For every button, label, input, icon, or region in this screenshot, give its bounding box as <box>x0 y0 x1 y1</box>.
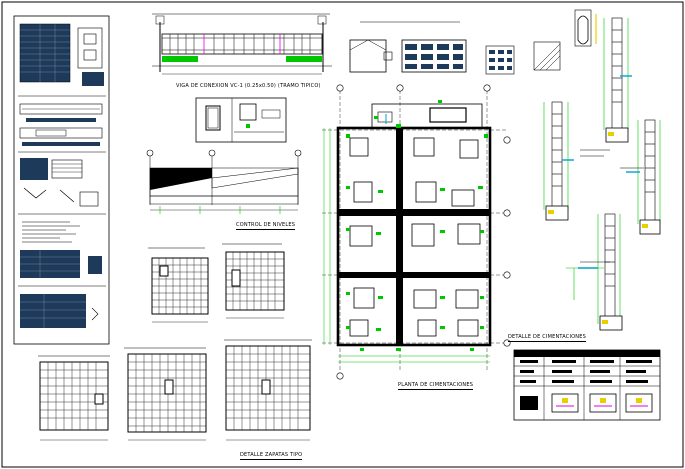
footings-title: DETALLE ZAPATAS TIPO <box>240 452 303 460</box>
foundations-title: DETALLE DE CIMENTACIONES <box>508 334 586 342</box>
footing-large-3 <box>224 339 312 441</box>
levels-profile <box>146 149 302 214</box>
beam-section <box>195 97 287 143</box>
beam-title: VIGA DE CONEXION VC-1 (0.25x0.50) (TRAMO… <box>176 83 321 89</box>
footing-large-2 <box>124 347 207 441</box>
levels-title: CONTROL DE NIVELES <box>236 222 296 230</box>
top-center-details <box>349 9 597 75</box>
footing-small-2 <box>222 243 285 319</box>
footing-small-1 <box>148 247 209 323</box>
foundations-table <box>513 349 661 421</box>
plan-title: PLANTA DE CIMENTACIONES <box>398 382 474 390</box>
beam-elevation <box>152 13 332 75</box>
wall-sections <box>543 17 661 331</box>
notes-column <box>13 15 110 345</box>
footing-large-1 <box>38 355 110 441</box>
foundation-plan <box>322 84 511 380</box>
